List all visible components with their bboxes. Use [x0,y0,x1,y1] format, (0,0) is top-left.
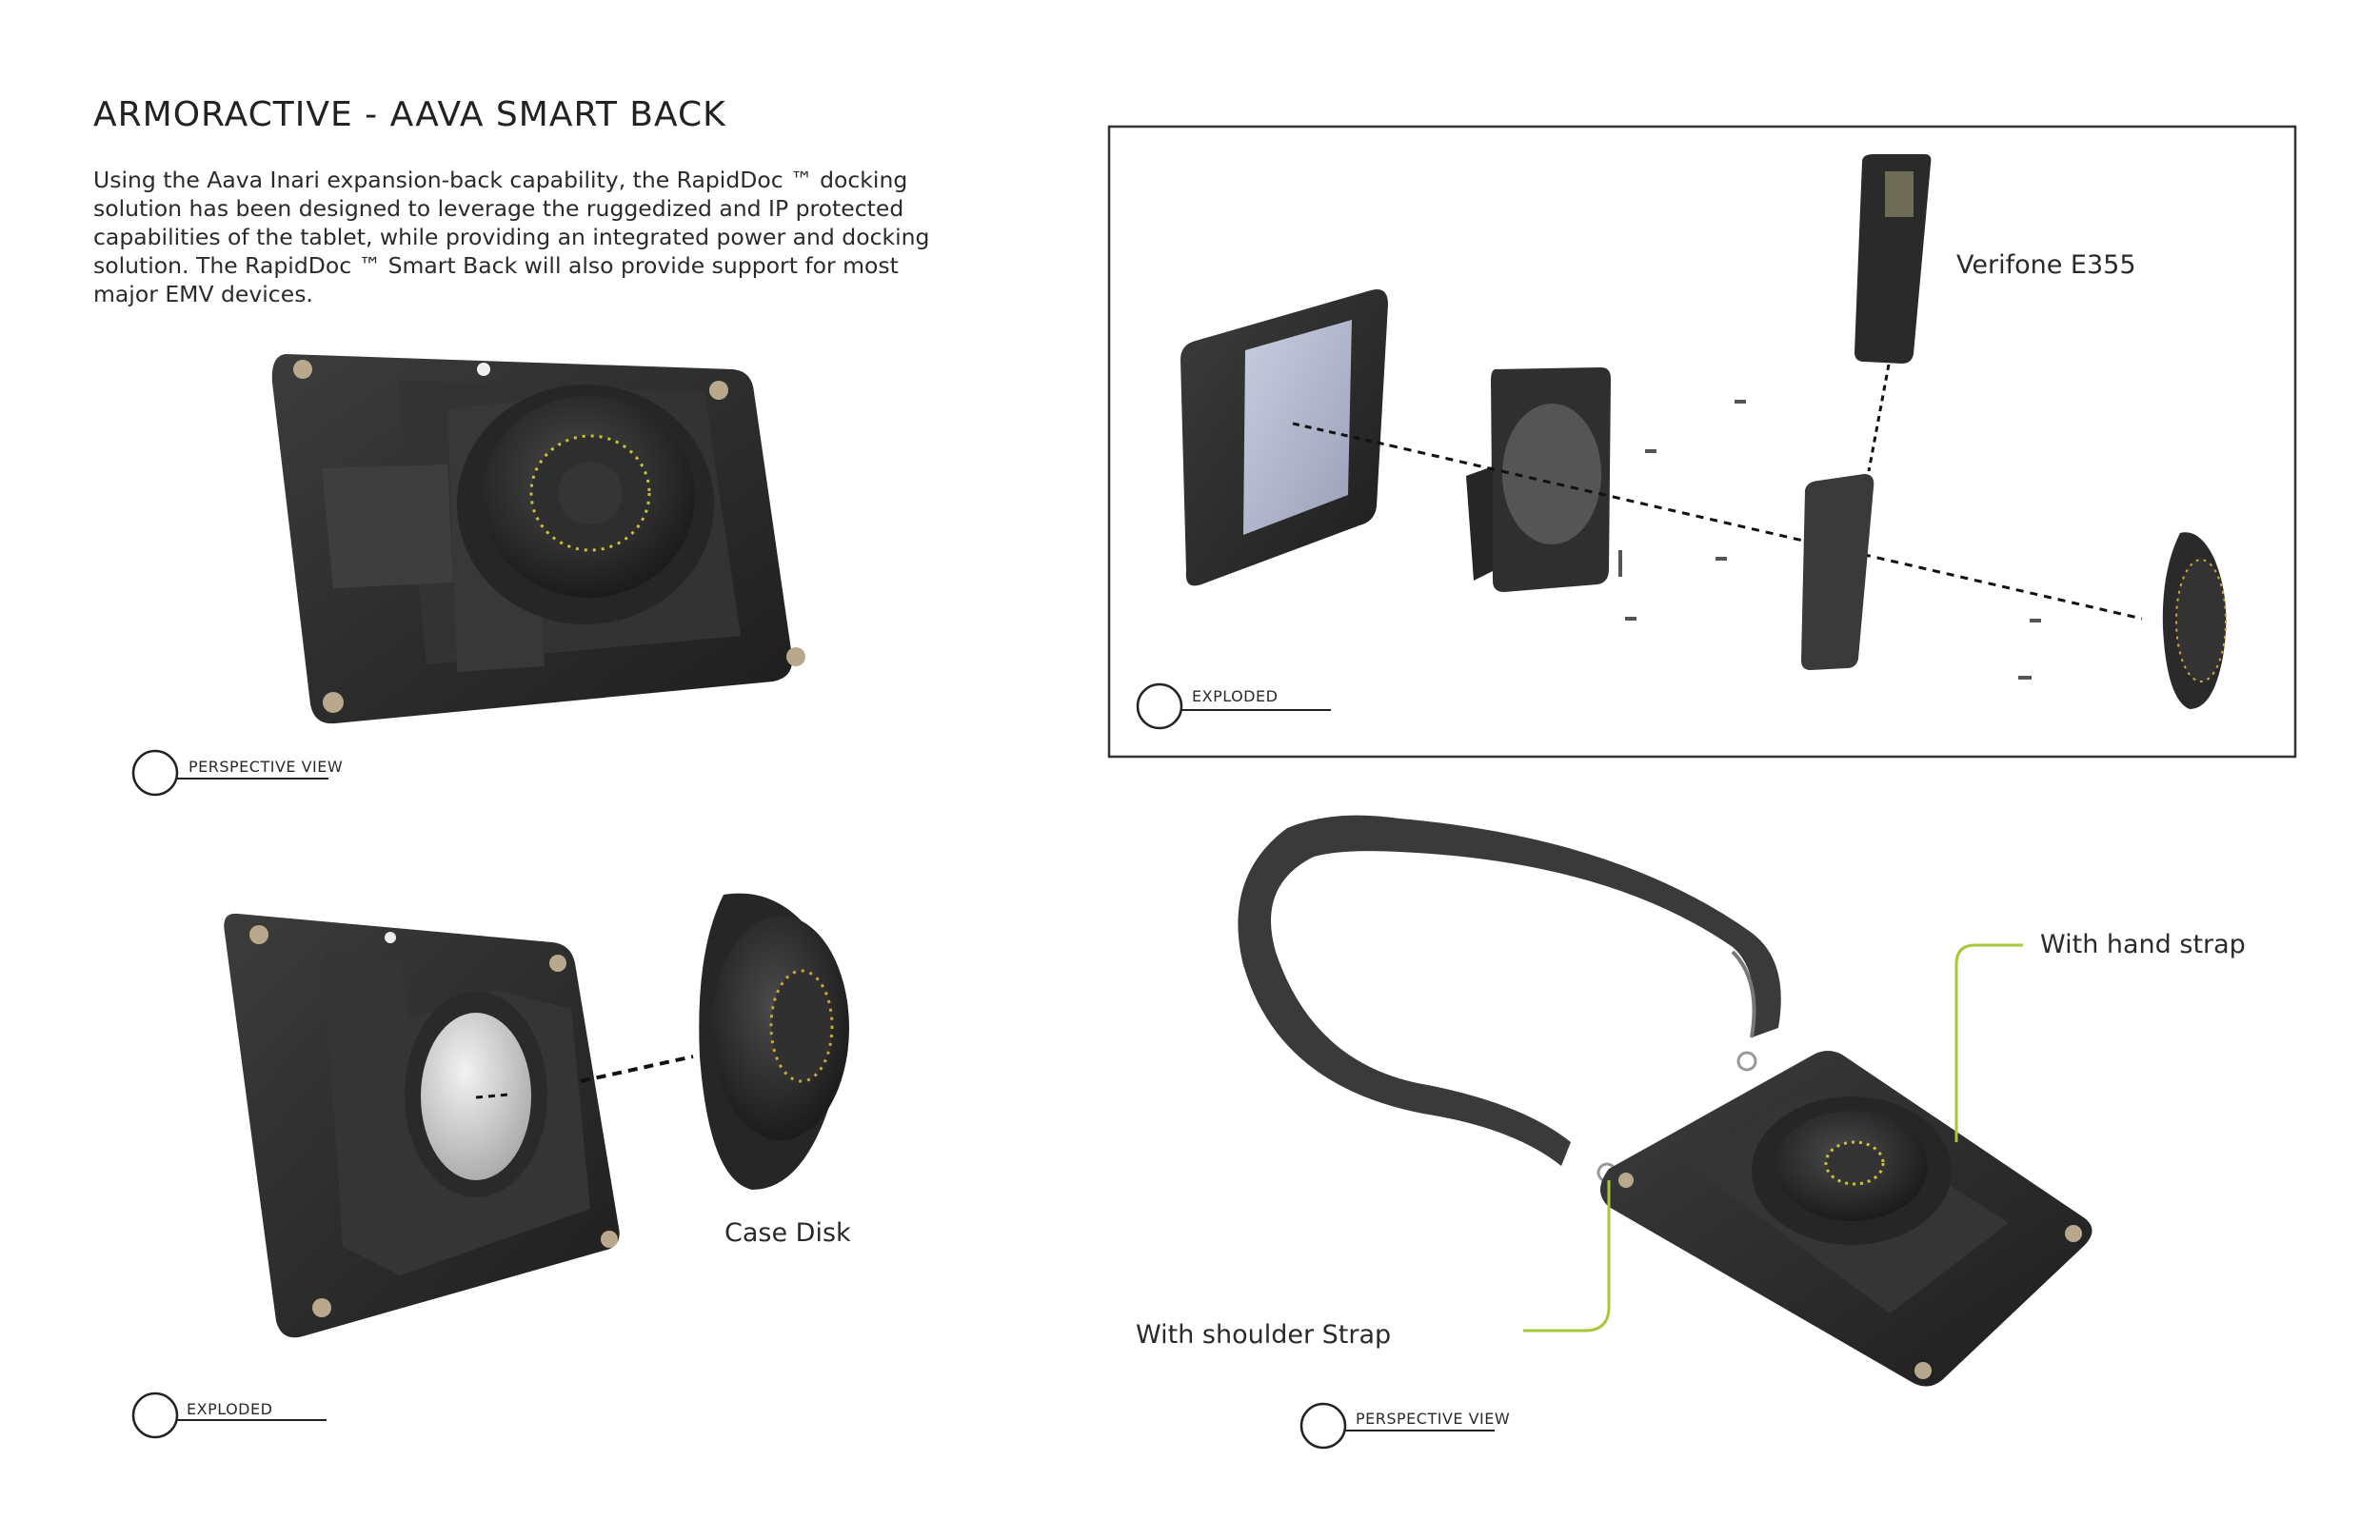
view-tag-exploded: EXPLODED [187,1400,273,1418]
page-title: ARMORACTIVE - AAVA SMART BACK [93,95,726,134]
view-marker-icon [1299,1402,1495,1450]
exploded-frame [1107,125,2297,759]
view-marker-icon [131,1392,327,1439]
intro-line: capabilities of the tablet, while provid… [93,224,930,250]
docking-plate-render [1466,367,1611,592]
payment-terminal-render [1854,154,1932,364]
tablet-exploded-render [224,913,694,1338]
shoulder-strap-label: With shoulder Strap [1136,1320,1392,1350]
intro-line: Using the Aava Inari expansion-back capa… [93,167,908,193]
tablet-perspective-render [271,354,805,724]
verifone-label: Verifone E355 [1956,250,2136,280]
view-tag-exploded: EXPLODED [1192,687,1279,705]
view-tag-perspective: PERSPECTIVE VIEW [188,758,344,776]
tablet-strap-render [1600,1051,2092,1387]
intro-line: solution has been designed to leverage t… [93,195,904,222]
back-disk-render [2162,532,2227,709]
intro-paragraph: Using the Aava Inari expansion-back capa… [93,166,1007,308]
explode-axis [1389,444,2143,621]
view-marker-icon [1136,682,1331,730]
hand-strap-leader [1954,943,2023,1142]
case-disk-label: Case Disk [724,1218,851,1248]
terminal-cradle-render [1801,474,1874,670]
view-tag-perspective: PERSPECTIVE VIEW [1356,1410,1511,1428]
intro-line: solution. The RapidDoc ™ Smart Back will… [93,252,899,279]
view-marker-icon [131,749,328,797]
tablet-frame-render [1180,289,1391,586]
shoulder-strap-leader [1523,1180,1611,1333]
case-disk-render [699,893,849,1190]
intro-line: major EMV devices. [93,281,313,307]
hand-strap-label: With hand strap [2040,930,2246,959]
terminal-axis [1867,364,1891,472]
screws-render [1618,400,2041,680]
